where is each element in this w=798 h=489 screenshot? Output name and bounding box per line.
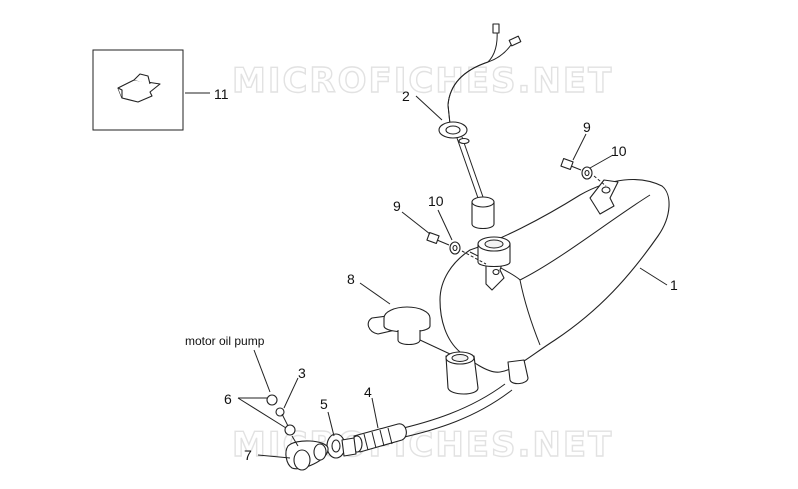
- part-11-clip-inset: [92, 49, 184, 131]
- part-8-filler-cap: [367, 306, 451, 355]
- bolt-washer-set-right: [560, 157, 607, 187]
- callout-4: 4: [364, 384, 372, 400]
- callout-9-left: 9: [393, 198, 401, 214]
- callout-2: 2: [402, 88, 410, 104]
- part-5-connector: [326, 433, 357, 459]
- part-1-oil-tank: [394, 178, 670, 439]
- callout-9-right: 9: [583, 119, 591, 135]
- watermark-top: MICROFICHES.NET: [232, 61, 613, 101]
- callout-6: 6: [224, 391, 232, 407]
- callout-10-left: 10: [428, 193, 444, 209]
- part-3-6-fittings: [266, 394, 299, 447]
- note-motor-oil-pump: motor oil pump: [185, 334, 265, 348]
- callout-10-right: 10: [611, 143, 627, 159]
- leader-lines: [185, 92, 668, 459]
- callout-7: 7: [244, 447, 252, 463]
- callout-5: 5: [320, 396, 328, 412]
- callout-3: 3: [298, 365, 306, 381]
- part-7-fitting: [285, 440, 329, 471]
- callout-11: 11: [214, 86, 229, 102]
- callout-8: 8: [347, 271, 355, 287]
- bolt-washer-set-left: [426, 231, 487, 265]
- part-2-level-sensor: [438, 23, 522, 230]
- callout-1: 1: [670, 277, 678, 293]
